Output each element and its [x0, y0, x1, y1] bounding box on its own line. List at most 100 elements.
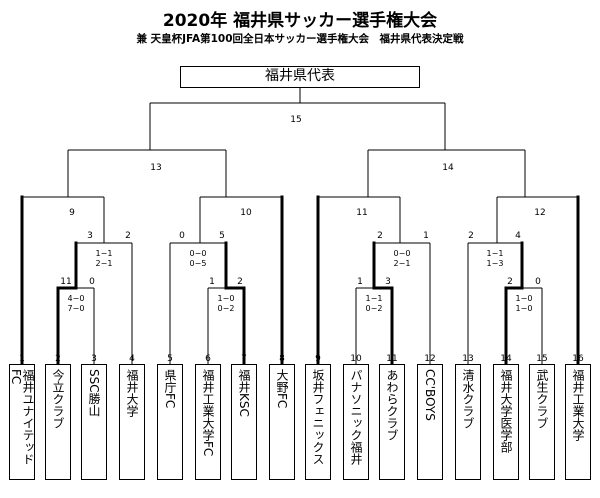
seed-number-13: 13 — [462, 354, 473, 364]
seed-number-15: 15 — [536, 354, 547, 364]
team-box-1: 福井ユナイテッドFC — [9, 364, 35, 480]
team-name-12: CC'BOYS — [423, 369, 437, 421]
seed-number-8: 8 — [279, 354, 285, 364]
team-name-16: 福井工業大学 — [571, 369, 585, 441]
match-number-11: 11 — [356, 208, 367, 218]
seed-number-5: 5 — [167, 354, 173, 364]
team-box-16: 福井工業大学 — [565, 364, 591, 480]
team-box-3: SSC勝山 — [81, 364, 107, 480]
match-number-1: 1 — [423, 231, 429, 241]
seed-number-4: 4 — [129, 354, 135, 364]
match-number-labels: 15 13 14 9 10 11 12 3 2 0 5 2 1 2 4 11 0… — [60, 115, 545, 287]
seed-number-11: 11 — [386, 354, 397, 364]
score-m6-first: 1−0 — [516, 294, 533, 303]
score-m4-first: 1−1 — [366, 294, 383, 303]
extra-label-0: 0 — [179, 231, 185, 241]
seed-number-labels: 1 2 3 4 5 6 7 8 9 10 11 12 13 14 15 16 — [19, 354, 584, 364]
match-number-2c: 2 — [468, 231, 474, 241]
team-name-10: パナソニック福井 — [349, 369, 363, 465]
score-m2-first: 1−0 — [218, 294, 235, 303]
team-box-4: 福井大学 — [119, 364, 145, 480]
seed-number-1: 1 — [19, 354, 25, 364]
winner-path-team14 — [504, 241, 524, 366]
team-box-7: 福井KSC — [231, 364, 257, 480]
team-name-3: SSC勝山 — [87, 369, 101, 417]
team-box-13: 清水クラブ — [455, 364, 481, 480]
team-box-2: 今立クラブ — [45, 364, 71, 480]
winner-path-team11 — [372, 241, 394, 366]
team-name-8: 大野FC — [275, 369, 289, 409]
team-box-10: パナソニック福井 — [343, 364, 369, 480]
match-number-1c: 1 — [357, 277, 363, 287]
match-number-2: 2 — [125, 231, 131, 241]
match-number-2b: 2 — [377, 231, 383, 241]
team-name-5: 県庁FC — [163, 369, 177, 409]
team-name-14: 福井大学医学部 — [499, 369, 513, 453]
team-name-2: 今立クラブ — [51, 369, 65, 429]
score-m4-second: 0−2 — [366, 304, 383, 313]
match-number-1b: 1 — [209, 277, 215, 287]
match-number-2e: 2 — [507, 277, 513, 287]
extra-label-0c: 0 — [535, 277, 541, 287]
team-name-9: 坂井フェニックス — [311, 369, 325, 465]
team-box-8: 大野FC — [269, 364, 295, 480]
team-box-6: 福井工業大学FC — [195, 364, 221, 480]
team-name-11: あわらクラブ — [385, 369, 399, 441]
champion-label: 福井県代表 — [265, 68, 335, 84]
seed-number-7: 7 — [241, 354, 247, 364]
match-number-5: 5 — [219, 231, 225, 241]
match-number-14: 14 — [442, 163, 454, 173]
team-name-15: 武生クラブ — [535, 369, 549, 429]
score-m8-first: 1−1 — [487, 249, 504, 258]
team-box-9: 坂井フェニックス — [305, 364, 331, 480]
score-m7-first: 0−0 — [394, 249, 411, 258]
seed-number-10: 10 — [350, 354, 362, 364]
score-m5-second: 0−5 — [190, 259, 207, 268]
score-m7-second: 2−1 — [394, 259, 411, 268]
tournament-title: 2020年 福井県サッカー選手権大会 — [162, 11, 438, 31]
champion-box: 福井県代表 — [180, 66, 420, 88]
winner-path-team7 — [224, 241, 246, 366]
match-number-3b: 3 — [385, 277, 391, 287]
team-box-12: CC'BOYS — [417, 364, 443, 480]
score-m3-first: 1−1 — [96, 249, 113, 258]
seed-number-14: 14 — [500, 354, 512, 364]
seed-number-9: 9 — [315, 354, 321, 364]
match-number-15: 15 — [290, 115, 301, 125]
score-m3-second: 2−1 — [96, 259, 113, 268]
seed-number-6: 6 — [205, 354, 211, 364]
match-number-12: 12 — [534, 208, 545, 218]
team-box-15: 武生クラブ — [529, 364, 555, 480]
bracket-lines — [22, 88, 578, 364]
tournament-subtitle: 兼 天皇杯JFA第100回全日本サッカー選手権大会 福井県代表決定戦 — [136, 33, 464, 45]
extra-label-0b: 0 — [89, 277, 95, 287]
team-box-14: 福井大学医学部 — [493, 364, 519, 480]
seed-number-16: 16 — [572, 354, 584, 364]
seed-number-12: 12 — [424, 354, 435, 364]
score-m6-second: 1−0 — [516, 304, 533, 313]
score-labels: 1−1 2−1 0−0 0−5 0−0 2−1 1−1 1−3 4−0 7−0 … — [68, 249, 533, 313]
match-number-4: 4 — [515, 231, 521, 241]
team-name-7: 福井KSC — [237, 369, 251, 417]
match-number-9: 9 — [69, 208, 75, 218]
team-name-6: 福井工業大学FC — [201, 369, 215, 457]
match-number-13: 13 — [150, 163, 161, 173]
score-m5-first: 0−0 — [190, 249, 207, 258]
team-box-11: あわらクラブ — [379, 364, 405, 480]
winner-path-team2 — [56, 241, 78, 366]
score-m8-second: 1−3 — [487, 259, 504, 268]
team-name-4: 福井大学 — [125, 369, 139, 417]
match-number-10: 10 — [240, 208, 252, 218]
team-name-1: 福井ユナイテッドFC — [9, 369, 35, 465]
score-m1-second: 7−0 — [68, 304, 85, 313]
extra-label-11: 11 — [60, 277, 71, 287]
team-name-13: 清水クラブ — [461, 369, 475, 429]
team-box-5: 県庁FC — [157, 364, 183, 480]
winner-path-lines — [20, 195, 580, 366]
match-number-3: 3 — [87, 231, 93, 241]
seed-number-2: 2 — [55, 354, 61, 364]
seed-number-3: 3 — [91, 354, 97, 364]
match-number-2d: 2 — [237, 277, 243, 287]
score-m1-first: 4−0 — [68, 294, 85, 303]
